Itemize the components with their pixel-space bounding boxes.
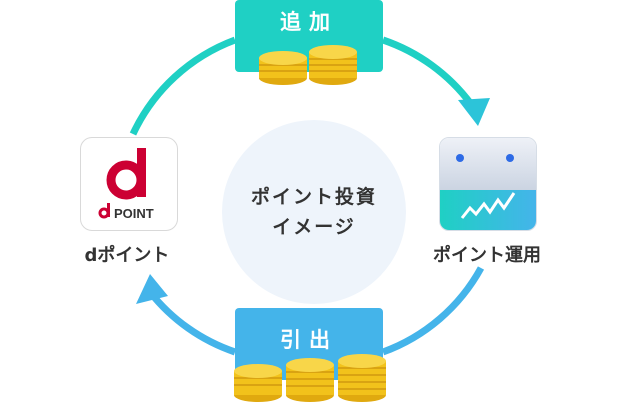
coin-stack-1 (259, 51, 307, 85)
arc-withdraw-to-dpoint (147, 289, 237, 356)
center-title-line1: ポイント投資 (250, 186, 377, 208)
dpoint-logo: POINT (98, 148, 154, 221)
arrowhead-to-dpoint (136, 274, 168, 304)
arc-invest-to-withdraw (381, 266, 485, 356)
arrowhead-to-invest (458, 98, 490, 126)
coin-stack-5 (338, 354, 386, 402)
add-step-label: 追加 (280, 10, 338, 34)
coin-stack-2 (309, 45, 357, 85)
arc-add-to-invest (381, 36, 474, 107)
center-title-line2: イメージ (272, 216, 356, 238)
coin-stack-3 (234, 364, 282, 402)
investment-chart-icon (440, 138, 536, 230)
investment-caption: ポイント運用 (433, 245, 541, 266)
dpoint-logo-word: POINT (114, 206, 154, 221)
center-disc: ポイント投資 イメージ (222, 120, 406, 304)
withdraw-step-label: 引出 (280, 328, 338, 352)
arc-dpoint-to-add (129, 36, 237, 136)
coin-stacks-bottom (234, 354, 386, 402)
coin-stack-4 (286, 358, 334, 402)
coin-stacks-top (259, 45, 357, 85)
point-investment-app-card (439, 137, 537, 231)
dpoint-logo-card: POINT (80, 137, 178, 231)
dpoint-caption: dポイント (84, 245, 170, 266)
